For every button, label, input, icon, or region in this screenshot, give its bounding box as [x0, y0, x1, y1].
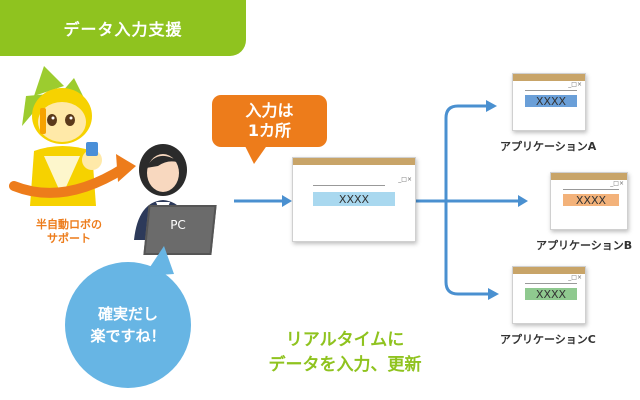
page-title: データ入力支援 — [63, 20, 183, 39]
window-controls: _□× — [398, 176, 412, 183]
window-controls: _□× — [568, 274, 582, 281]
robot-caption-line1: 半自動ロボの — [36, 218, 102, 231]
bubble-line1: 確実だし — [97, 305, 158, 323]
app-b-label: アプリケーションB — [536, 239, 633, 252]
realtime-line1: リアルタイムに — [285, 330, 405, 350]
window-line — [313, 185, 385, 186]
realtime-caption: リアルタイムに データを入力、更新 — [250, 328, 440, 378]
app-b-field[interactable]: XXXX — [563, 193, 619, 207]
main-input-value: XXXX — [338, 192, 370, 206]
app-b-window: _□× XXXX — [550, 172, 628, 230]
bubble-line2: 楽ですね！ — [90, 327, 166, 345]
window-controls: _□× — [568, 81, 582, 88]
window-titlebar — [513, 74, 585, 81]
window-titlebar — [293, 158, 415, 165]
window-titlebar — [551, 173, 627, 180]
realtime-line2: データを入力、更新 — [268, 355, 422, 375]
arrow-to-app-a — [444, 104, 486, 201]
robot-caption: 半自動ロボの サポート — [18, 218, 120, 246]
callout-tail — [244, 144, 268, 164]
app-b-value: XXXX — [575, 193, 607, 207]
app-a-window: _□× XXXX — [512, 73, 586, 131]
app-a-label: アプリケーションA — [500, 140, 597, 153]
speech-bubble — [65, 262, 191, 388]
main-input-field[interactable]: XXXX — [313, 192, 395, 206]
app-c-window: _□× XXXX — [512, 266, 586, 324]
app-c-field[interactable]: XXXX — [525, 287, 577, 301]
window-titlebar — [513, 267, 585, 274]
robot-mascot-icon — [9, 66, 136, 206]
robot-caption-line2: サポート — [47, 232, 91, 245]
callout-text: 入力は 1カ所 — [212, 95, 327, 147]
app-c-value: XXXX — [535, 287, 567, 301]
pc-label: PC — [170, 218, 186, 232]
callout-line2: 1カ所 — [247, 121, 292, 140]
bubble-text: 確実だし 楽ですね！ — [65, 262, 191, 388]
callout-line1: 入力は — [245, 101, 294, 120]
app-a-value: XXXX — [535, 94, 567, 108]
app-c-label: アプリケーションC — [500, 333, 596, 346]
window-line — [563, 189, 619, 190]
bubble-tail-icon — [144, 246, 174, 276]
callout — [212, 95, 327, 147]
title-tab — [0, 0, 246, 56]
window-line — [525, 283, 577, 284]
app-a-field[interactable]: XXXX — [525, 94, 577, 108]
window-line — [525, 90, 577, 91]
main-input-window: _□× XXXX — [292, 157, 416, 242]
arrow-to-app-c — [444, 201, 488, 296]
window-controls: _□× — [610, 180, 624, 187]
